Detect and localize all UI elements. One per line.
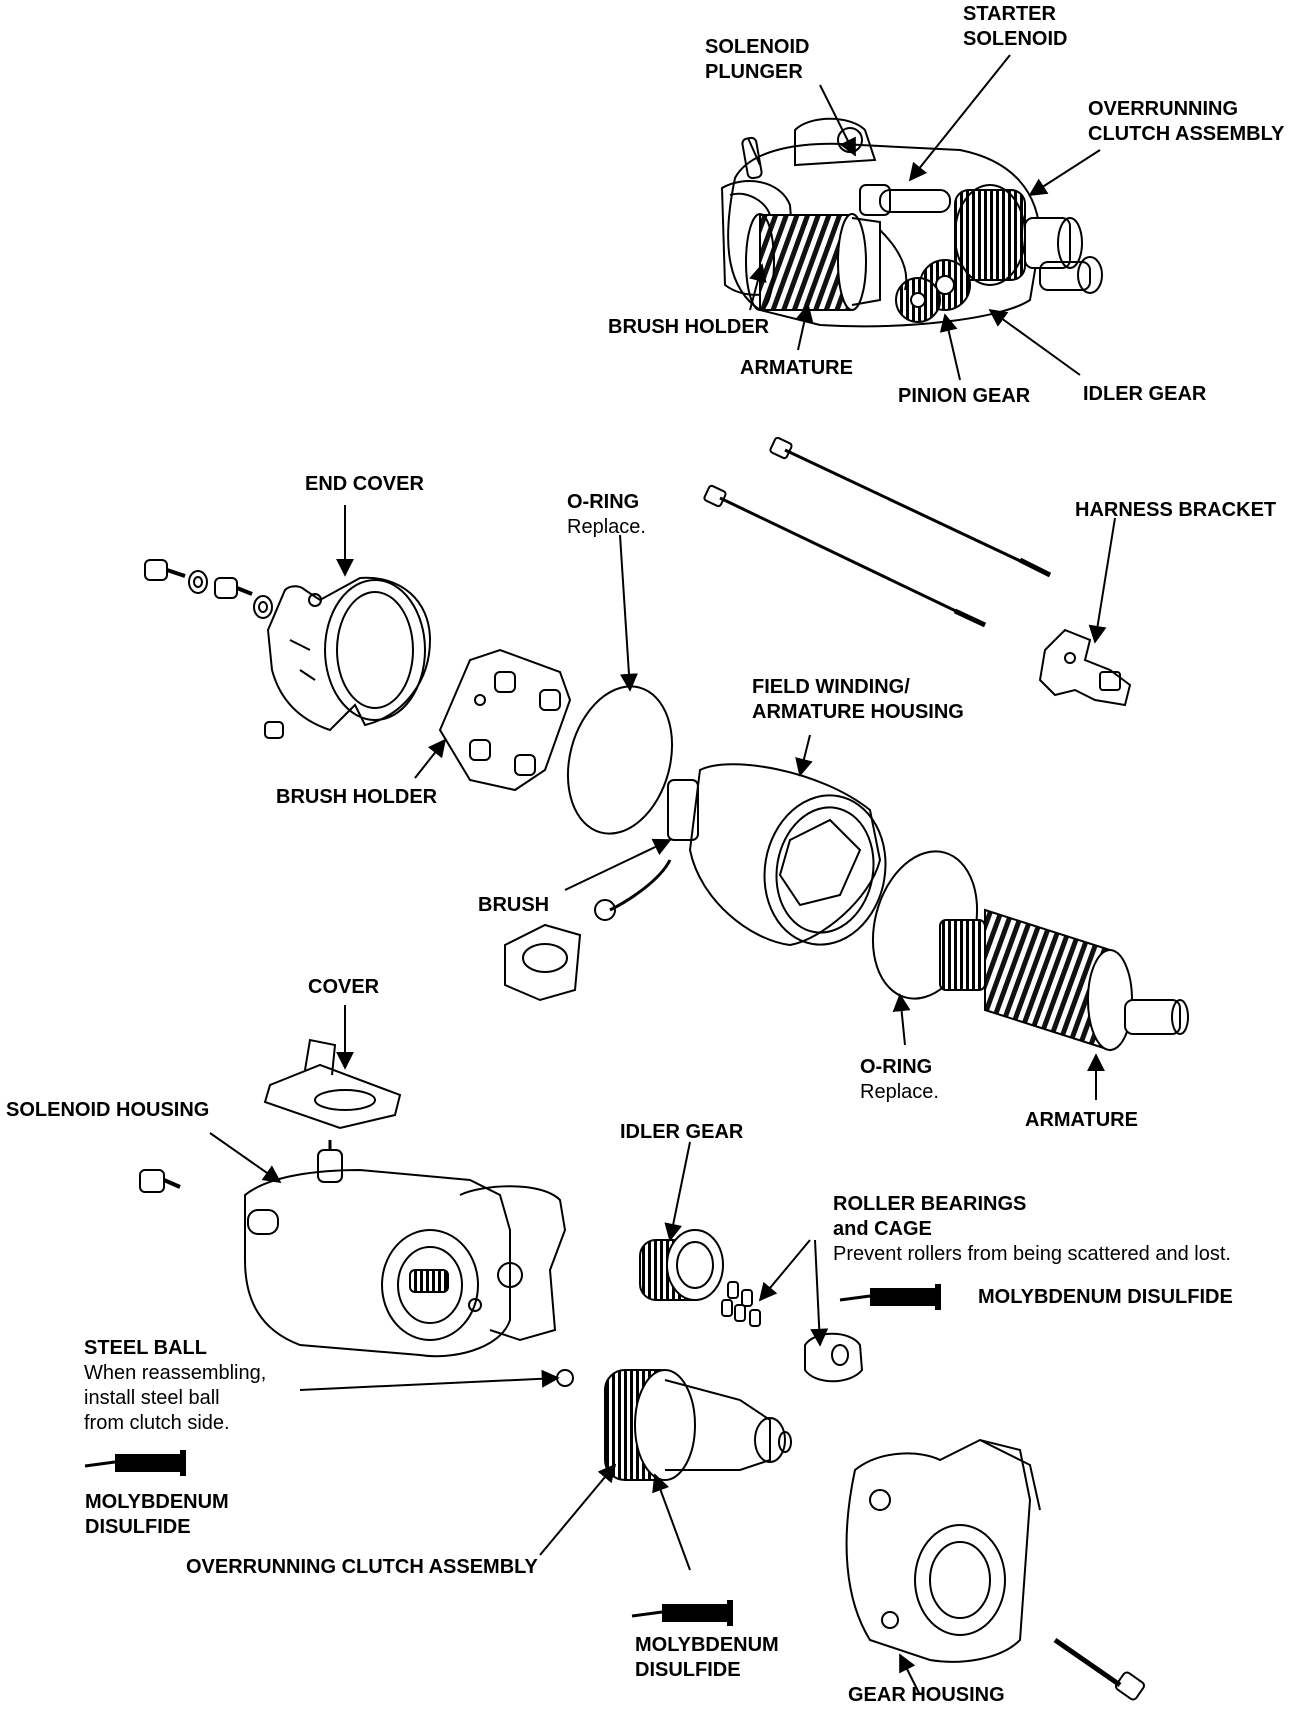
end-cover [266, 576, 432, 732]
grease-tag-text: GREASE [123, 1454, 185, 1471]
label-molybdenum-left: MOLYBDENUM DISULFIDE [85, 1491, 229, 1538]
label-harness-bracket: HARNESS BRACKET [1075, 499, 1277, 521]
label-gear-housing: GEAR HOUSING [848, 1684, 1005, 1706]
through-bolts [703, 436, 1052, 628]
label-cover: COVER [308, 976, 380, 998]
label-roller-bearings: ROLLER BEARINGS and CAGE Prevent rollers… [833, 1193, 1231, 1265]
o-ring-upper [566, 685, 674, 835]
label-molybdenum-bottom: MOLYBDENUM DISULFIDE [635, 1634, 779, 1681]
gear-housing [845, 1438, 1041, 1663]
label-end-cover: END COVER [305, 473, 424, 495]
solenoid-housing [139, 1140, 567, 1358]
brush-terminal [504, 923, 582, 1002]
grease-tag-text: GREASE [878, 1288, 940, 1305]
label-overrunning-clutch: OVERRUNNING CLUTCH ASSEMBLY [186, 1556, 538, 1578]
grease-tube-left: GREASE [84, 1450, 186, 1476]
label-solenoid-plunger: SOLENOID PLUNGER [705, 36, 810, 83]
label-overrunning-clutch-top: OVERRUNNING CLUTCH ASSEMBLY [1088, 98, 1285, 145]
label-idler-gear: IDLER GEAR [620, 1121, 744, 1143]
gear-housing-bolt [1053, 1637, 1145, 1701]
overrunning-clutch [604, 1369, 792, 1481]
assembled-starter [720, 117, 1103, 328]
label-solenoid-housing: SOLENOID HOUSING [6, 1099, 210, 1121]
label-brush: BRUSH [478, 894, 550, 916]
label-idler-gear-top: IDLER GEAR [1083, 383, 1207, 405]
label-armature: ARMATURE [1025, 1109, 1138, 1131]
harness-bracket [1038, 628, 1132, 707]
idler-gear [639, 1229, 724, 1301]
label-o-ring-lower: O-RING Replace. [860, 1056, 939, 1103]
grease-tag-text: GREASE [670, 1604, 732, 1621]
label-molybdenum-right: MOLYBDENUM DISULFIDE [978, 1286, 1233, 1308]
grease-tube-bottom: GREASE [631, 1600, 733, 1626]
leader-lines [209, 54, 1116, 1696]
grease-tube-right: GREASE [839, 1284, 941, 1310]
roller-bearings-cage [721, 1281, 864, 1383]
end-cover-screws [144, 559, 284, 739]
cover [263, 1038, 402, 1130]
label-brush-holder: BRUSH HOLDER [276, 786, 438, 808]
label-starter-solenoid: STARTER SOLENOID [963, 3, 1068, 50]
label-steel-ball: STEEL BALL When reassembling, install st… [84, 1337, 267, 1434]
steel-ball [556, 1369, 574, 1387]
label-pinion-gear: PINION GEAR [898, 385, 1031, 407]
label-o-ring-upper: O-RING Replace. [567, 491, 646, 538]
label-armature-top: ARMATURE [740, 357, 853, 379]
brush-holder [438, 648, 572, 792]
armature [939, 908, 1189, 1052]
label-field-winding: FIELD WINDING/ ARMATURE HOUSING [752, 676, 964, 723]
field-winding-housing [594, 763, 887, 947]
label-brush-holder-top: BRUSH HOLDER [608, 316, 770, 338]
